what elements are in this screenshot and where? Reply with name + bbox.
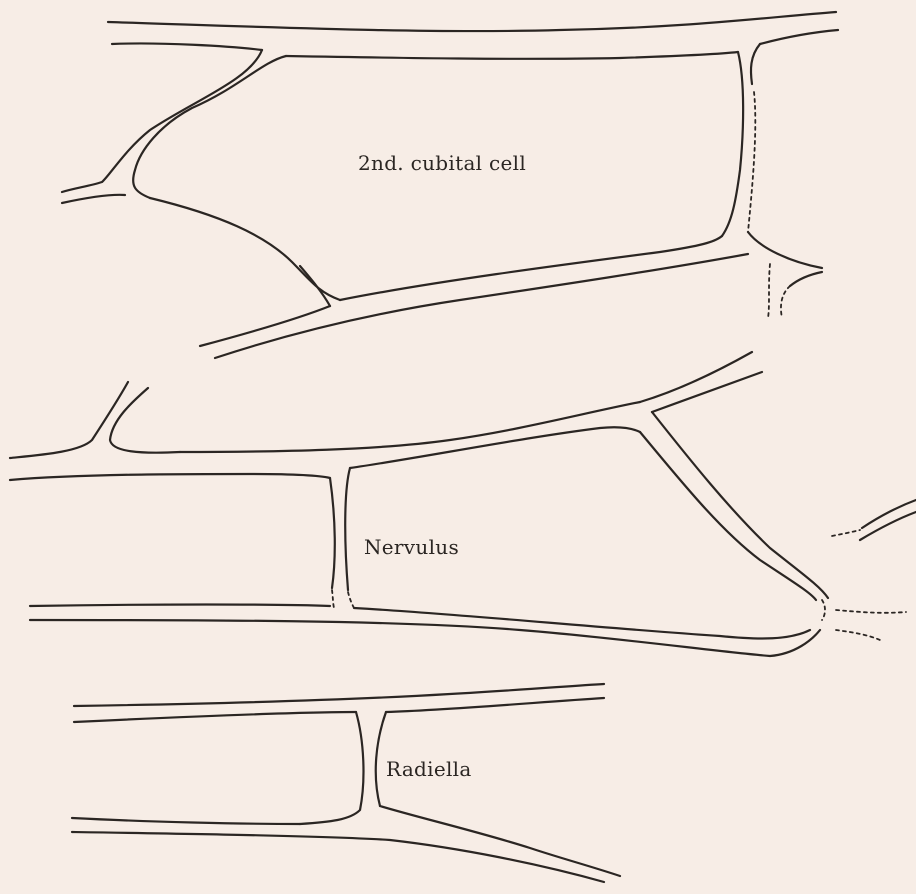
right-stub-dotted-1 <box>768 264 770 318</box>
upper-long-vein-top-right <box>640 352 752 402</box>
cell-top-edge <box>286 52 738 59</box>
upper-long-vein-top <box>180 402 640 452</box>
lower-long-vein-top <box>30 605 330 607</box>
right-cross-vein-left <box>722 52 743 236</box>
right-cross-vein-right <box>751 44 760 84</box>
figure-nervulus: Nervulus <box>10 352 916 656</box>
cell-right-edge-inner <box>652 412 828 598</box>
left-stub-lower <box>62 195 125 203</box>
upper-left-curved-vein-inner <box>110 388 180 453</box>
left-horizontal-vein <box>10 474 330 480</box>
label-radiella: Radiella <box>386 757 472 781</box>
lower-vein-top <box>72 818 300 824</box>
figure-radiella: Radiella <box>72 684 620 882</box>
right-continuation-dotted-2 <box>836 630 880 640</box>
nervulus-cross-vein-left <box>330 478 335 588</box>
radiella-cross-vein-left <box>300 712 363 824</box>
lower-diagonal-vein-spur <box>300 266 330 306</box>
right-stub-dotted-2 <box>781 286 790 318</box>
lower-vein-bottom <box>72 832 604 882</box>
right-branch-vein <box>748 232 822 268</box>
right-cross-vein-dotted <box>748 92 755 232</box>
cell-lower-left-edge <box>150 198 340 300</box>
top-vein-inner-right <box>760 30 838 44</box>
upper-inner-vein-right <box>386 698 604 712</box>
figure-cubital-cell: 2nd. cubital cell <box>62 12 838 358</box>
nervulus-cross-vein-right-dotted <box>348 592 354 608</box>
right-edge-vein-lower <box>860 512 916 540</box>
tip-dotted <box>822 600 825 620</box>
cell-right-edge <box>640 432 816 600</box>
left-diagonal-vein-outer <box>62 50 262 192</box>
label-nervulus: Nervulus <box>364 535 459 559</box>
upper-inner-vein <box>74 712 356 722</box>
top-vein-outer <box>108 12 836 31</box>
lower-long-vein-bottom <box>30 620 820 656</box>
nervulus-cross-vein-right <box>345 468 350 590</box>
nervulus-cross-vein-left-dotted <box>332 590 334 608</box>
label-cubital-cell: 2nd. cubital cell <box>358 151 526 175</box>
top-vein-inner <box>112 43 262 50</box>
upper-left-curved-vein-outer <box>10 382 128 458</box>
lower-diagonal-vein-outer-cont <box>215 254 748 358</box>
lower-diagonal-vein <box>380 806 620 876</box>
lower-diagonal-vein-outer <box>200 306 330 346</box>
right-branch-vein-lower <box>790 272 822 286</box>
lower-long-vein-top-right <box>354 608 810 638</box>
radiella-cross-vein-right <box>376 712 386 806</box>
right-continuation-dotted-1 <box>836 610 906 613</box>
right-edge-dotted <box>832 530 860 536</box>
